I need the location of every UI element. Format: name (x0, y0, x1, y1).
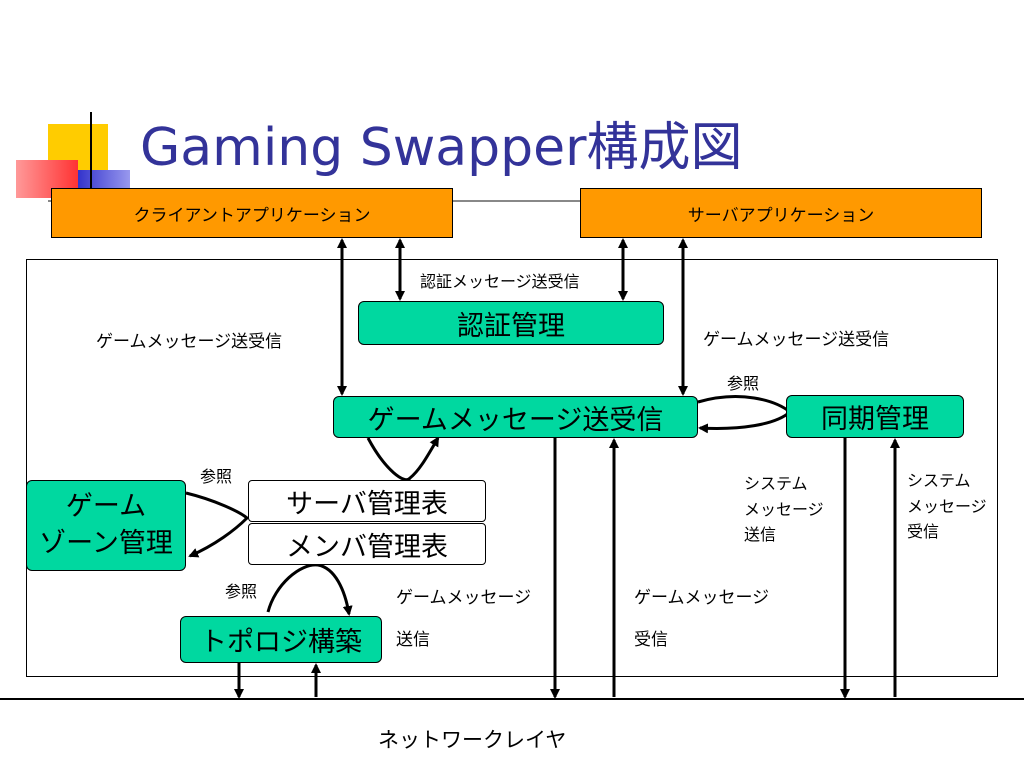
label-system-send-line3: 送信 (744, 525, 777, 545)
sync-management-box: 同期管理 (786, 395, 964, 438)
zone-management-line2: ゾーン管理 (39, 527, 173, 559)
label-game-recv-line1: ゲームメッセージ (634, 588, 770, 608)
label-ref-sync: 参照 (727, 374, 760, 393)
label-auth-message: 認証メッセージ送受信 (420, 272, 580, 291)
label-system-send: システム メッセージ 送信 (744, 471, 824, 548)
topology-box: トポロジ構築 (180, 616, 382, 663)
system-frame (26, 259, 998, 677)
label-game-recv-line2: 受信 (634, 630, 668, 650)
arrow-gamemsg-loop (366, 436, 440, 482)
arrow-topology-reference (266, 563, 353, 616)
client-application-box: クライアントアプリケーション (51, 188, 453, 238)
label-ref-zone: 参照 (200, 467, 233, 486)
member-table-box: メンバ管理表 (248, 523, 486, 565)
label-game-message-right: ゲームメッセージ送受信 (703, 330, 890, 350)
label-system-recv-line2: メッセージ (907, 496, 987, 516)
label-system-send-line1: システム (744, 474, 808, 493)
label-network-layer: ネットワークレイヤ (378, 728, 567, 752)
label-system-recv-line3: 受信 (907, 522, 940, 542)
label-ref-topology: 参照 (225, 582, 258, 601)
game-message-box: ゲームメッセージ送受信 (333, 396, 698, 438)
label-system-recv: システム メッセージ 受信 (907, 468, 987, 545)
server-table-box: サーバ管理表 (248, 480, 486, 522)
title-decoration-line (90, 112, 92, 212)
arrow-sync-reference (697, 395, 793, 434)
label-system-recv-line1: システム (907, 471, 971, 490)
arrow-zone-reference (185, 491, 250, 558)
zone-management-line1: ゲーム (65, 491, 147, 523)
label-game-send-line1: ゲームメッセージ (396, 588, 532, 608)
page-title: Gaming Swapper構成図 (140, 118, 743, 178)
server-application-box: サーバアプリケーション (580, 188, 982, 238)
label-system-send-line2: メッセージ (744, 499, 824, 519)
network-layer-line (0, 698, 1024, 700)
zone-management-box: ゲーム ゾーン管理 (26, 480, 186, 571)
label-game-message-left: ゲームメッセージ送受信 (96, 332, 283, 352)
auth-management-box: 認証管理 (358, 301, 664, 345)
label-game-send-line2: 送信 (396, 630, 430, 650)
